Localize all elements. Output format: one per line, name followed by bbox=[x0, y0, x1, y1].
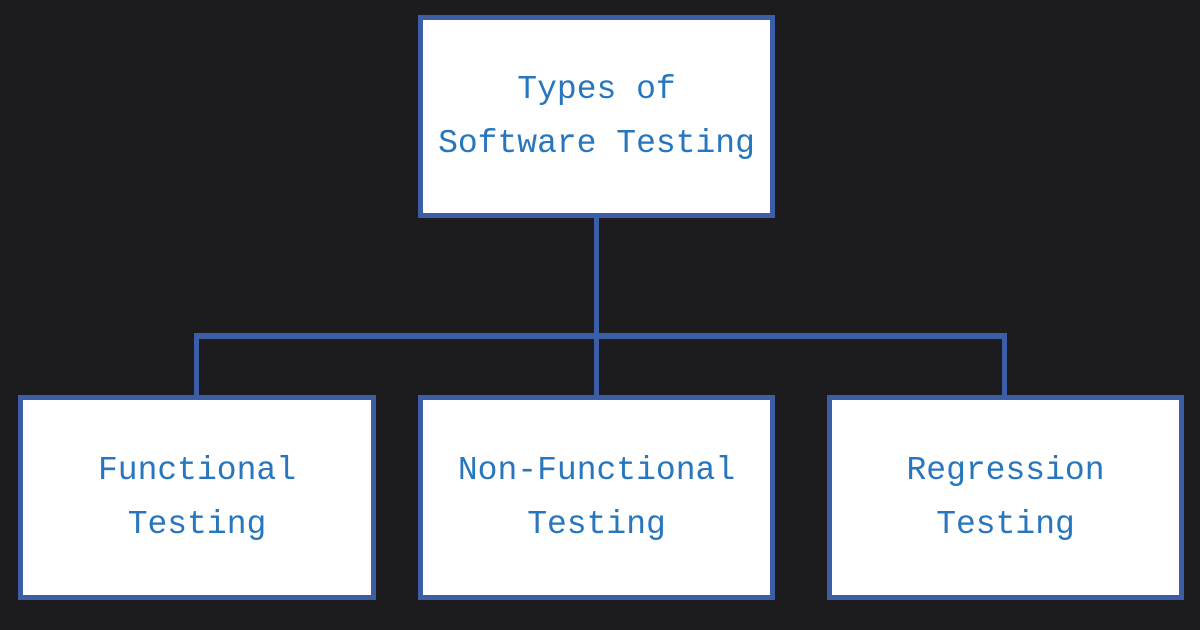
node-types-of-software-testing: Types of Software Testing bbox=[418, 15, 775, 218]
node-label-line2: Software Testing bbox=[438, 124, 755, 162]
node-label-line1: Non-Functional bbox=[457, 451, 736, 489]
node-label-line1: Types of bbox=[517, 70, 676, 108]
connector-root-stem bbox=[594, 215, 599, 337]
node-regression-testing: Regression Testing bbox=[827, 395, 1184, 600]
connector-drop-regression bbox=[1002, 333, 1007, 397]
node-label-line1: Regression bbox=[906, 451, 1105, 489]
node-non-functional-testing: Non-Functional Testing bbox=[418, 395, 775, 600]
connector-drop-nonfunctional bbox=[594, 333, 599, 397]
node-label-line2: Testing bbox=[527, 505, 666, 543]
connector-drop-functional bbox=[194, 333, 199, 397]
node-label-line2: Testing bbox=[127, 505, 267, 543]
node-functional-testing: Functional Testing bbox=[18, 395, 376, 600]
node-label-line2: Testing bbox=[936, 505, 1075, 543]
node-label-line1: Functional bbox=[97, 451, 297, 489]
connector-horizontal bbox=[194, 333, 1007, 339]
